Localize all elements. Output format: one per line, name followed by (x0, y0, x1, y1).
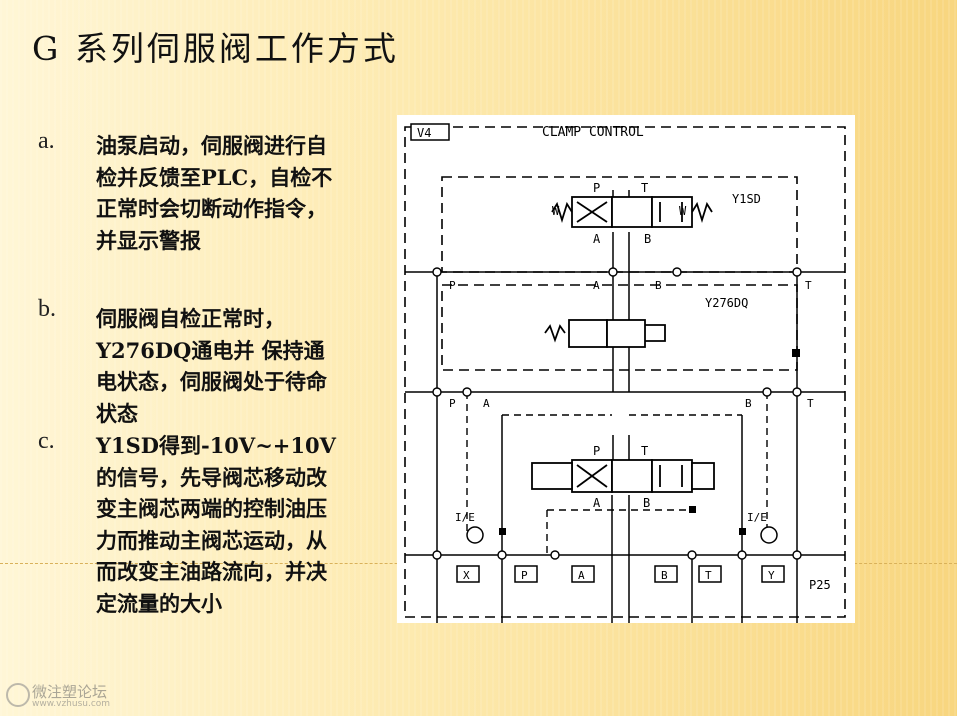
y276dq-label: Y276DQ (705, 296, 748, 310)
line2-port-t: T (807, 397, 814, 410)
port-box-a: A (578, 569, 585, 582)
clamp-control-heading: CLAMP CONTROL (542, 125, 644, 140)
line1-port-p: P (449, 279, 456, 292)
line1-port-b: B (655, 279, 662, 292)
line1-port-a: A (593, 279, 600, 292)
y276dq-valve (544, 319, 666, 348)
watermark-text: 微注塑论坛 (32, 683, 108, 701)
y1sd-port-a: A (593, 232, 601, 246)
item-b-marker: b. (38, 296, 56, 322)
item-a-text: 油泵启动，伺服阀进行自检并反馈至PLC，自检不正常时会切断动作指令，并显示警报 (96, 133, 333, 253)
main-port-b: B (643, 496, 650, 510)
slide-title: G 系列伺服阀工作方式 (32, 29, 399, 68)
item-a-marker: a. (38, 128, 55, 154)
port-box-p: P (521, 569, 528, 582)
svg-text:W: W (552, 204, 560, 218)
forum-watermark: 微注塑论坛 www.vzhusu.com (6, 681, 156, 711)
y1sd-valve (551, 196, 713, 228)
watermark-logo-icon (6, 683, 30, 707)
line2-port-a: A (483, 397, 490, 410)
item-c-marker: c. (38, 428, 55, 454)
p25-label: P25 (809, 578, 831, 592)
main-port-t: T (641, 444, 648, 458)
item-b-text: 伺服阀自检正常时，Y276DQ通电并 保持通电状态，伺服阀处于待命状态 (96, 306, 327, 426)
ie-left-label: I/E (455, 511, 475, 524)
junctions (432, 267, 802, 560)
item-c-text: Y1SD得到-10V~+10V的信号，先导阀芯移动改变主阀芯两端的控制油压力而推… (96, 433, 336, 616)
ie-right-label: I/E (747, 511, 767, 524)
y1sd-port-t: T (641, 181, 648, 195)
line2-port-b: B (745, 397, 752, 410)
svg-text:W: W (679, 204, 687, 218)
ie-right-sensor (760, 526, 778, 544)
port-box-x: X (463, 569, 470, 582)
line1-port-t: T (805, 279, 812, 292)
main-port-a: A (593, 496, 601, 510)
solid-junctions (499, 349, 800, 535)
line2-port-p: P (449, 397, 456, 410)
port-box-t: T (705, 569, 712, 582)
ie-left-sensor (466, 526, 484, 544)
watermark-url: www.vzhusu.com (32, 699, 111, 709)
y1sd-label: Y1SD (732, 192, 761, 206)
hydraulic-schematic: V4 CLAMP CONTROL (397, 115, 855, 623)
port-box-b: B (661, 569, 668, 582)
main-port-p: P (593, 444, 600, 458)
port-box-y: Y (768, 569, 775, 582)
port-boxes (456, 565, 785, 583)
y1sd-port-p: P (593, 181, 600, 195)
main-servo-valve (531, 459, 715, 493)
v4-tag: V4 (417, 126, 431, 140)
y1sd-port-b: B (644, 232, 651, 246)
